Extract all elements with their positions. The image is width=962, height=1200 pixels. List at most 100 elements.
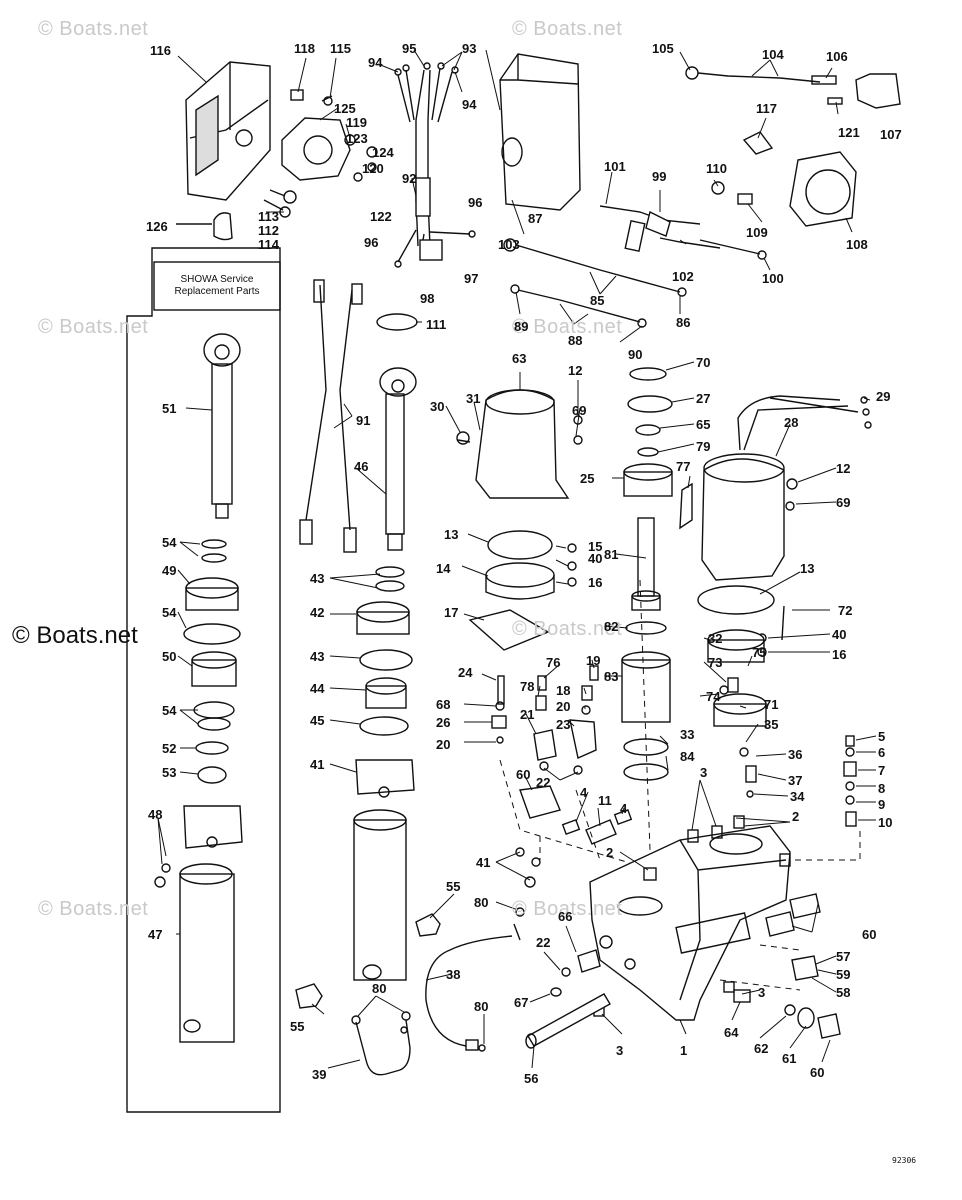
callout-69: 69 (836, 495, 851, 510)
callout-73: 73 (708, 655, 723, 670)
callout-20: 20 (436, 737, 451, 752)
callout-94: 94 (462, 97, 477, 112)
watermark-dark: © Boats.net (12, 622, 138, 649)
callout-53: 53 (162, 765, 177, 780)
callout-104: 104 (762, 47, 784, 62)
callout-126: 126 (146, 219, 168, 234)
callout-3: 3 (700, 765, 708, 780)
callout-63: 63 (512, 351, 527, 366)
callout-39: 39 (312, 1067, 327, 1082)
watermark: © Boats.net (512, 898, 623, 920)
callout-8: 8 (878, 781, 886, 796)
callout-122: 122 (370, 209, 392, 224)
callout-57: 57 (836, 949, 851, 964)
bushing-55-lower (295, 983, 323, 1009)
callout-111: 111 (426, 317, 447, 332)
callout-59: 59 (836, 967, 851, 982)
callout-18: 18 (556, 683, 571, 698)
bracket-77 (679, 482, 693, 530)
callout-40: 40 (832, 627, 847, 642)
callout-86: 86 (676, 315, 691, 330)
callout-87: 87 (528, 211, 543, 226)
reservoir-25 (623, 463, 673, 497)
watermark: © Boats.net (38, 316, 149, 338)
callout-35: 35 (764, 717, 779, 732)
callout-108: 108 (846, 237, 868, 252)
clamp-126 (213, 212, 233, 241)
callout-47: 47 (148, 927, 163, 942)
callout-42: 42 (310, 605, 325, 620)
callout-19: 19 (586, 653, 601, 668)
callout-32: 32 (708, 631, 723, 646)
bushing-55-upper (415, 913, 441, 937)
callout-114: 114 (258, 237, 279, 252)
callout-93: 93 (462, 41, 477, 56)
watermark: © Boats.net (38, 18, 149, 40)
callout-23: 23 (556, 717, 571, 732)
callout-7: 7 (878, 763, 886, 778)
callout-55: 55 (446, 879, 461, 894)
callout-25: 25 (580, 471, 595, 486)
gauge-108 (789, 151, 857, 227)
gland-32 (707, 629, 765, 663)
showa-box-title: SHOWA Service Replacement Parts (158, 274, 276, 298)
callout-29: 29 (876, 389, 891, 404)
callout-91: 91 (356, 413, 371, 428)
callout-96: 96 (364, 235, 379, 250)
callout-48: 48 (148, 807, 163, 822)
callout-69: 69 (572, 403, 587, 418)
callout-67: 67 (514, 995, 529, 1010)
gland-49 (185, 577, 239, 611)
watermark: © Boats.net (512, 618, 623, 640)
callout-76: 76 (546, 655, 561, 670)
callout-112: 112 (258, 223, 279, 238)
callout-28: 28 (784, 415, 799, 430)
gland-42 (356, 601, 410, 635)
callout-94: 94 (368, 55, 383, 70)
callout-43: 43 (310, 649, 325, 664)
callout-110: 110 (706, 161, 727, 176)
callout-99: 99 (652, 169, 667, 184)
callout-17: 17 (444, 605, 459, 620)
callout-80: 80 (474, 999, 489, 1014)
callout-118: 118 (294, 41, 315, 56)
callout-70: 70 (696, 355, 711, 370)
callout-113: 113 (258, 209, 279, 224)
callout-121: 121 (838, 125, 860, 140)
callout-3: 3 (758, 985, 766, 1000)
callout-82: 82 (604, 619, 619, 634)
motor-63 (475, 389, 570, 499)
callout-83: 83 (604, 669, 619, 684)
callout-119: 119 (346, 115, 367, 130)
manifold-71 (713, 693, 767, 727)
callout-11: 11 (598, 793, 612, 808)
callout-12: 12 (568, 363, 583, 378)
callout-107: 107 (880, 127, 902, 142)
callout-36: 36 (788, 747, 803, 762)
callout-56: 56 (524, 1071, 539, 1086)
callout-80: 80 (372, 981, 387, 996)
callout-30: 30 (430, 399, 445, 414)
callout-75: 75 (752, 645, 767, 660)
callout-74: 74 (706, 689, 721, 704)
cylinder-41-body (353, 809, 407, 981)
callout-6: 6 (878, 745, 886, 760)
valve-81 (631, 517, 661, 611)
callout-27: 27 (696, 391, 711, 406)
callout-54: 54 (162, 535, 177, 550)
cables-91 (299, 279, 363, 553)
control-box-116 (185, 61, 271, 201)
cover-103 (499, 53, 581, 211)
callout-5: 5 (878, 729, 886, 744)
callout-90: 90 (628, 347, 643, 362)
reservoir-14 (485, 562, 555, 600)
callout-60: 60 (810, 1065, 825, 1080)
cylinder-47 (179, 863, 235, 1043)
callout-38: 38 (446, 967, 461, 982)
callout-65: 65 (696, 417, 711, 432)
callout-2: 2 (606, 845, 614, 860)
callout-109: 109 (746, 225, 768, 240)
callout-51: 51 (162, 401, 177, 416)
callout-89: 89 (514, 319, 529, 334)
